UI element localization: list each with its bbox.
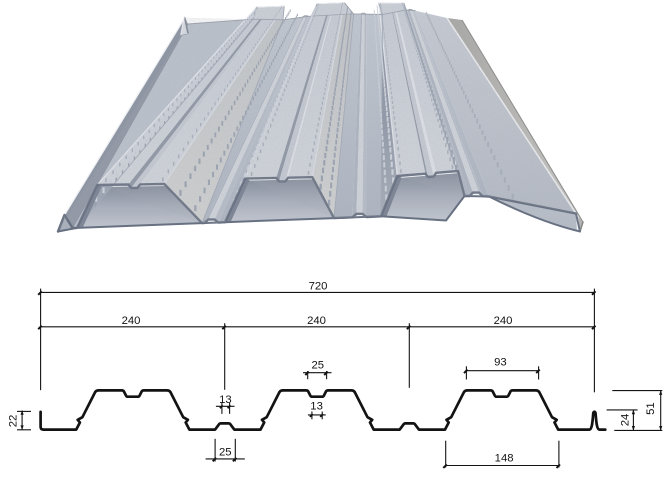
svg-text:240: 240 <box>494 315 513 327</box>
svg-text:13: 13 <box>310 400 323 412</box>
svg-text:24: 24 <box>620 414 632 427</box>
svg-text:240: 240 <box>307 315 326 327</box>
svg-text:51: 51 <box>645 402 657 415</box>
svg-text:148: 148 <box>495 453 514 465</box>
svg-text:22: 22 <box>8 415 20 428</box>
svg-text:720: 720 <box>309 281 328 293</box>
svg-text:25: 25 <box>312 359 325 371</box>
svg-text:93: 93 <box>494 356 507 368</box>
svg-text:13: 13 <box>219 394 232 406</box>
svg-text:25: 25 <box>219 447 232 459</box>
svg-text:240: 240 <box>122 315 141 327</box>
